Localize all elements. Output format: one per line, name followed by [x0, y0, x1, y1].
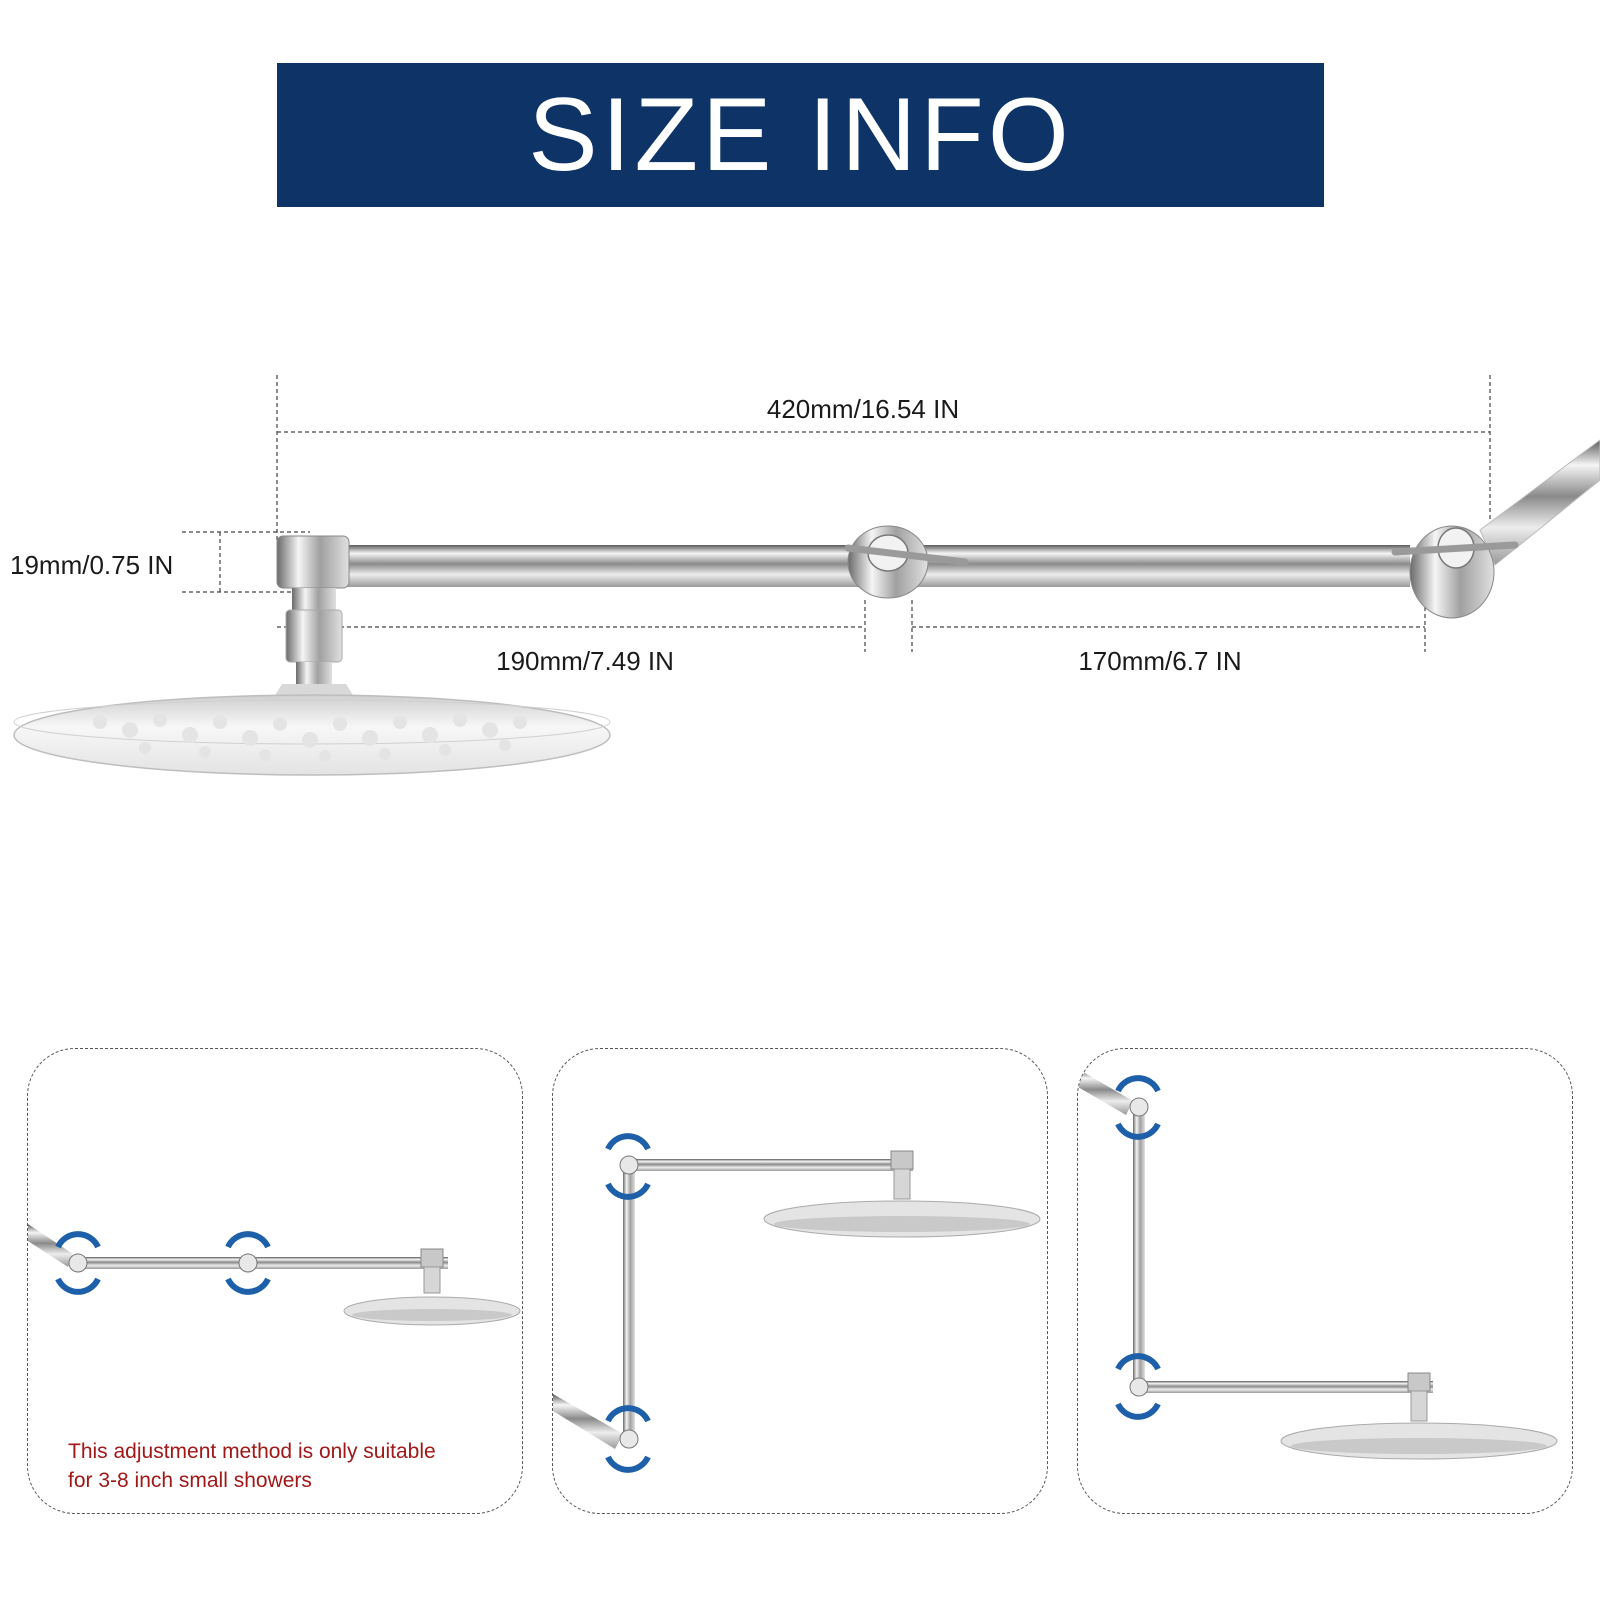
segment-1-label: 190mm/7.49 IN: [496, 646, 674, 676]
panel-2-illustration: [553, 1133, 1041, 1473]
pipe-diameter-label: 19mm/0.75 IN: [10, 550, 173, 580]
nozzle-pattern: [93, 713, 527, 762]
dimension-lines: [182, 375, 1491, 652]
panel-3-illustration: [1078, 1069, 1558, 1460]
adjustment-panel-3: [1077, 1048, 1573, 1514]
size-info-banner: SIZE INFO: [277, 63, 1324, 207]
shower-arm-illustration: [13, 439, 1600, 776]
rotate-arrow-icon: [605, 1133, 651, 1473]
banner-title: SIZE INFO: [528, 77, 1073, 193]
adjustment-panel-1: This adjustment method is only suitable …: [27, 1048, 523, 1514]
total-length-label: 420mm/16.54 IN: [767, 394, 959, 424]
main-dimension-diagram: 420mm/16.54 IN 19mm/0.75 IN 190mm/7.49 I…: [10, 375, 1600, 776]
note-line-2: for 3-8 inch small showers: [68, 1469, 312, 1492]
adjustment-panel-2: [552, 1048, 1048, 1514]
segment-2-label: 170mm/6.7 IN: [1078, 646, 1241, 676]
adjustment-note: This adjustment method is only suitable …: [68, 1437, 436, 1495]
note-line-1: This adjustment method is only suitable: [68, 1440, 436, 1463]
rotate-arrow-icon: [1115, 1075, 1161, 1420]
panel-1-illustration: [28, 1224, 521, 1326]
rotate-arrow-icon: [55, 1231, 271, 1295]
